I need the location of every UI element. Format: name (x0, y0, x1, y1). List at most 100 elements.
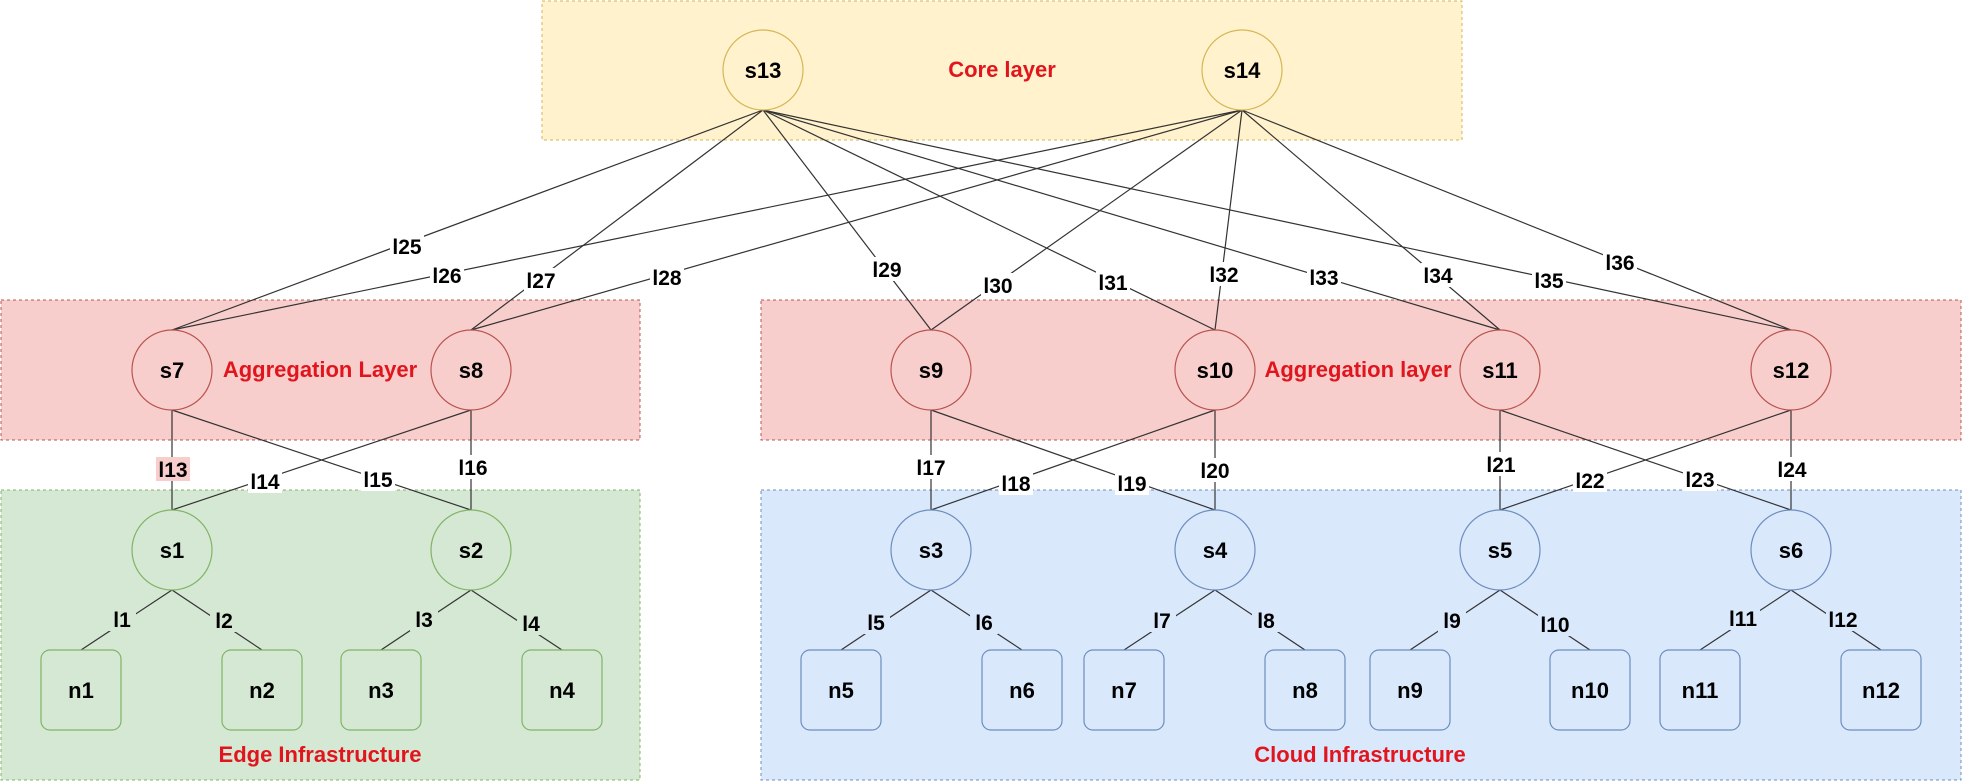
link-label-l22: l22 (1575, 470, 1604, 493)
switch-s12-label: s12 (1773, 358, 1810, 383)
host-n1-label: n1 (68, 678, 94, 703)
link-label-l36: l36 (1605, 252, 1634, 275)
link-label-l15: l15 (363, 469, 393, 492)
link-label-l9: l9 (1443, 610, 1461, 633)
link-l27 (470, 109, 764, 331)
link-label-l25: l25 (392, 236, 422, 259)
link-label-l27: l27 (526, 270, 555, 293)
switch-s5-label: s5 (1488, 538, 1512, 563)
switch-s6-label: s6 (1779, 538, 1803, 563)
host-n8: n8 (1264, 649, 1346, 731)
link-label-l3: l3 (415, 609, 433, 632)
host-n10: n10 (1549, 649, 1631, 731)
host-n3-label: n3 (368, 678, 394, 703)
core-layer-region (541, 0, 1463, 141)
link-label-l20: l20 (1200, 460, 1229, 483)
link-label-l6: l6 (975, 612, 993, 635)
switch-s4: s4 (1174, 509, 1256, 591)
switch-s12: s12 (1750, 329, 1832, 411)
switch-s8-label: s8 (459, 358, 483, 383)
link-label-l28: l28 (652, 267, 682, 290)
link-label-l5: l5 (867, 612, 885, 635)
link-label-l30: l30 (983, 275, 1012, 298)
link-label-l29: l29 (872, 259, 901, 282)
link-l4 (470, 589, 563, 651)
host-n1: n1 (40, 649, 122, 731)
link-label-l10: l10 (1540, 614, 1569, 637)
link-label-l12: l12 (1828, 609, 1857, 632)
aggregation-layer-left-title: Aggregation Layer (223, 357, 418, 382)
link-label-l26: l26 (432, 265, 461, 288)
cloud-infrastructure-title: Cloud Infrastructure (1254, 742, 1465, 767)
switch-s14-label: s14 (1224, 58, 1261, 83)
core-layer-title: Core layer (948, 57, 1056, 82)
switch-s10-label: s10 (1197, 358, 1234, 383)
link-label-l24: l24 (1777, 459, 1807, 482)
link-label-l31: l31 (1098, 272, 1128, 295)
edge-infrastructure-title: Edge Infrastructure (219, 742, 422, 767)
link-label-l35: l35 (1534, 270, 1564, 293)
host-n9: n9 (1369, 649, 1451, 731)
link-l23 (1499, 409, 1792, 511)
switch-s9-label: s9 (919, 358, 943, 383)
link-label-l32: l32 (1209, 264, 1238, 287)
link-label-l14: l14 (250, 471, 280, 494)
link-l25 (171, 109, 764, 331)
switch-s13-label: s13 (745, 58, 782, 83)
host-n4: n4 (521, 649, 603, 731)
switch-s3-label: s3 (919, 538, 943, 563)
link-label-l11: l11 (1729, 608, 1757, 631)
host-n11: n11 (1659, 649, 1741, 731)
host-n7-label: n7 (1111, 678, 1137, 703)
link-l33 (762, 109, 1501, 331)
link-l31 (762, 109, 1216, 331)
switch-s10: s10 (1174, 329, 1256, 411)
link-label-l19: l19 (1117, 473, 1146, 496)
link-label-l33: l33 (1309, 267, 1338, 290)
link-labels: l25 l26 l27 l28 l29 l30 l31 l32 l33 l34 … (108, 234, 1860, 637)
host-n2-label: n2 (249, 678, 275, 703)
host-n11-label: n11 (1682, 678, 1719, 703)
link-l35 (762, 109, 1792, 331)
switch-s7: s7 (131, 329, 213, 411)
link-label-l1: l1 (113, 609, 131, 632)
link-l28 (470, 109, 1243, 331)
link-label-l18: l18 (1001, 473, 1031, 496)
link-label-l21: l21 (1486, 454, 1516, 477)
aggregation-layer-left-region (0, 299, 641, 441)
link-l34 (1241, 109, 1501, 331)
host-n7: n7 (1083, 649, 1165, 731)
host-n5-label: n5 (828, 678, 854, 703)
host-n10-label: n10 (1571, 678, 1609, 703)
link-label-l17: l17 (916, 457, 945, 480)
switch-s8: s8 (430, 329, 512, 411)
link-label-l13: l13 (158, 459, 187, 482)
host-n8-label: n8 (1292, 678, 1318, 703)
switch-s5: s5 (1459, 509, 1541, 591)
switch-s1-label: s1 (160, 538, 184, 563)
switch-s7-label: s7 (160, 358, 184, 383)
aggregation-layer-right-title: Aggregation layer (1264, 357, 1451, 382)
switch-s3: s3 (890, 509, 972, 591)
switch-s9: s9 (890, 329, 972, 411)
link-label-l16: l16 (458, 457, 487, 480)
link-label-l8: l8 (1257, 610, 1275, 633)
switch-s11: s11 (1459, 329, 1541, 411)
switch-s2: s2 (430, 509, 512, 591)
link-l32 (1214, 109, 1243, 331)
switch-s6: s6 (1750, 509, 1832, 591)
switch-s4-label: s4 (1203, 538, 1228, 563)
host-n12-label: n12 (1862, 678, 1900, 703)
host-n4-label: n4 (549, 678, 575, 703)
switch-s13: s13 (722, 29, 804, 111)
host-n5: n5 (800, 649, 882, 731)
switch-s11-label: s11 (1482, 358, 1518, 383)
link-label-l2: l2 (215, 610, 233, 633)
link-l36 (1241, 109, 1792, 331)
switch-s14: s14 (1201, 29, 1283, 111)
host-n6-label: n6 (1009, 678, 1035, 703)
host-n3: n3 (340, 649, 422, 731)
switch-s1: s1 (131, 509, 213, 591)
link-label-l7: l7 (1153, 610, 1171, 633)
link-label-l34: l34 (1423, 265, 1453, 288)
